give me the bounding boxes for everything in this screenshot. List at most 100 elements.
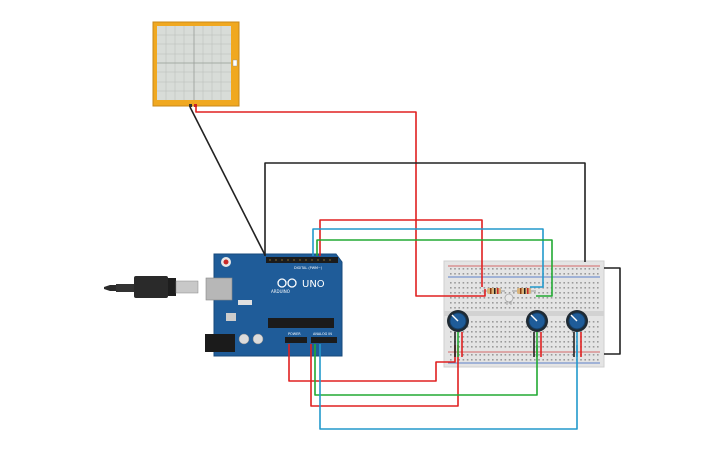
brand-label: ARDUINO (271, 289, 290, 294)
breadboard-hole (597, 268, 599, 270)
breadboard-hole (492, 341, 494, 343)
breadboard-hole (492, 297, 494, 299)
breadboard-hole (450, 346, 452, 348)
oscilloscope[interactable] (152, 21, 240, 107)
wire-red-digital[interactable] (319, 219, 483, 287)
breadboard-hole (496, 287, 498, 289)
breadboard-hole (546, 341, 549, 343)
wire-red-oscilloscope[interactable] (195, 107, 486, 297)
wire-red-power[interactable] (288, 344, 456, 382)
wire-green-digital[interactable] (316, 239, 553, 297)
breadboard-hole (588, 321, 591, 323)
wire-blue-digital[interactable] (312, 228, 544, 288)
wire-black-gnd[interactable] (264, 162, 586, 262)
breadboard-hole (487, 354, 490, 356)
breadboard-hole (508, 268, 511, 270)
potentiometer-1[interactable] (447, 310, 469, 332)
breadboard-hole (538, 268, 540, 270)
resistor-2[interactable] (512, 288, 536, 294)
power-header[interactable] (285, 337, 307, 343)
breadboard-hole (529, 346, 532, 348)
breadboard-hole (508, 331, 511, 333)
breadboard-hole (592, 292, 595, 294)
breadboard-hole (483, 336, 486, 338)
breadboard-hole (475, 321, 477, 323)
breadboard-hole (458, 354, 460, 356)
breadboard-hole (492, 307, 494, 309)
breadboard-hole (504, 321, 507, 323)
breadboard-hole (496, 282, 498, 284)
breadboard-hole (538, 346, 540, 348)
breadboard-hole (542, 341, 544, 343)
breadboard-hole (454, 282, 456, 284)
breadboard-hole (479, 346, 481, 348)
breadboard-hole (517, 321, 519, 323)
breadboard-hole (479, 336, 481, 338)
breadboard-hole (462, 331, 465, 333)
led[interactable] (504, 293, 514, 305)
breadboard-hole (513, 326, 515, 328)
breadboard-hole (500, 354, 502, 356)
arduino-uno[interactable]: UNO ARDUINO DIGITAL (PWM~) POWER ANALOG … (205, 253, 343, 357)
wire-black-oscilloscope[interactable] (189, 106, 266, 256)
breadboard-hole (504, 282, 507, 284)
breadboard-hole (500, 331, 502, 333)
breadboard-hole (496, 268, 498, 270)
breadboard-hole (487, 302, 490, 304)
breadboard-hole (508, 302, 511, 304)
breadboard-hole (483, 359, 486, 361)
breadboard-hole (597, 297, 599, 299)
breadboard-hole (471, 321, 473, 323)
breadboard-hole (580, 287, 582, 289)
breadboard-hole (492, 359, 494, 361)
breadboard-hole (487, 359, 490, 361)
breadboard-hole (471, 292, 473, 294)
resistor-1[interactable] (482, 288, 505, 294)
breadboard-hole (592, 287, 595, 289)
breadboard-hole (563, 297, 565, 299)
breadboard-hole (588, 268, 591, 270)
breadboard-hole (471, 359, 473, 361)
power-label: POWER (288, 332, 301, 336)
breadboard-hole (550, 297, 553, 299)
breadboard-hole (563, 302, 565, 304)
breadboard-hole (479, 268, 481, 270)
breadboard-hole (538, 341, 540, 343)
breadboard-hole (525, 287, 528, 289)
breadboard-hole (559, 302, 561, 304)
breadboard-hole (517, 359, 519, 361)
wire-black-rail[interactable] (604, 267, 621, 355)
breadboard-hole (462, 282, 465, 284)
breadboard-hole (546, 292, 549, 294)
digital-header[interactable] (266, 257, 338, 263)
breadboard-hole (475, 326, 477, 328)
breadboard-hole (517, 282, 519, 284)
wire-red-power-2[interactable] (310, 344, 459, 407)
breadboard-hole (563, 359, 565, 361)
potentiometer-2[interactable] (526, 310, 548, 332)
breadboard-hole (550, 307, 553, 309)
breadboard-hole (500, 292, 502, 294)
breadboard-hole (513, 268, 515, 270)
breadboard-hole (492, 326, 494, 328)
breadboard-hole (483, 268, 486, 270)
breadboard-hole (597, 354, 599, 356)
breadboard-hole (597, 331, 599, 333)
breadboard-hole (496, 307, 498, 309)
potentiometer-3[interactable] (566, 310, 588, 332)
breadboard-hole (475, 302, 477, 304)
breadboard-hole (525, 302, 528, 304)
breadboard-hole (563, 346, 565, 348)
breadboard-hole (492, 273, 494, 275)
breadboard-hole (496, 326, 498, 328)
breadboard-hole (597, 287, 599, 289)
breadboard-hole (529, 354, 532, 356)
wire-green-analog[interactable] (314, 344, 538, 396)
breadboard-hole (508, 287, 511, 289)
analog-header[interactable] (311, 337, 337, 343)
breadboard-hole (513, 331, 515, 333)
wire-blue-analog[interactable] (319, 344, 578, 430)
breadboard-hole (592, 273, 595, 275)
breadboard-hole (462, 273, 465, 275)
